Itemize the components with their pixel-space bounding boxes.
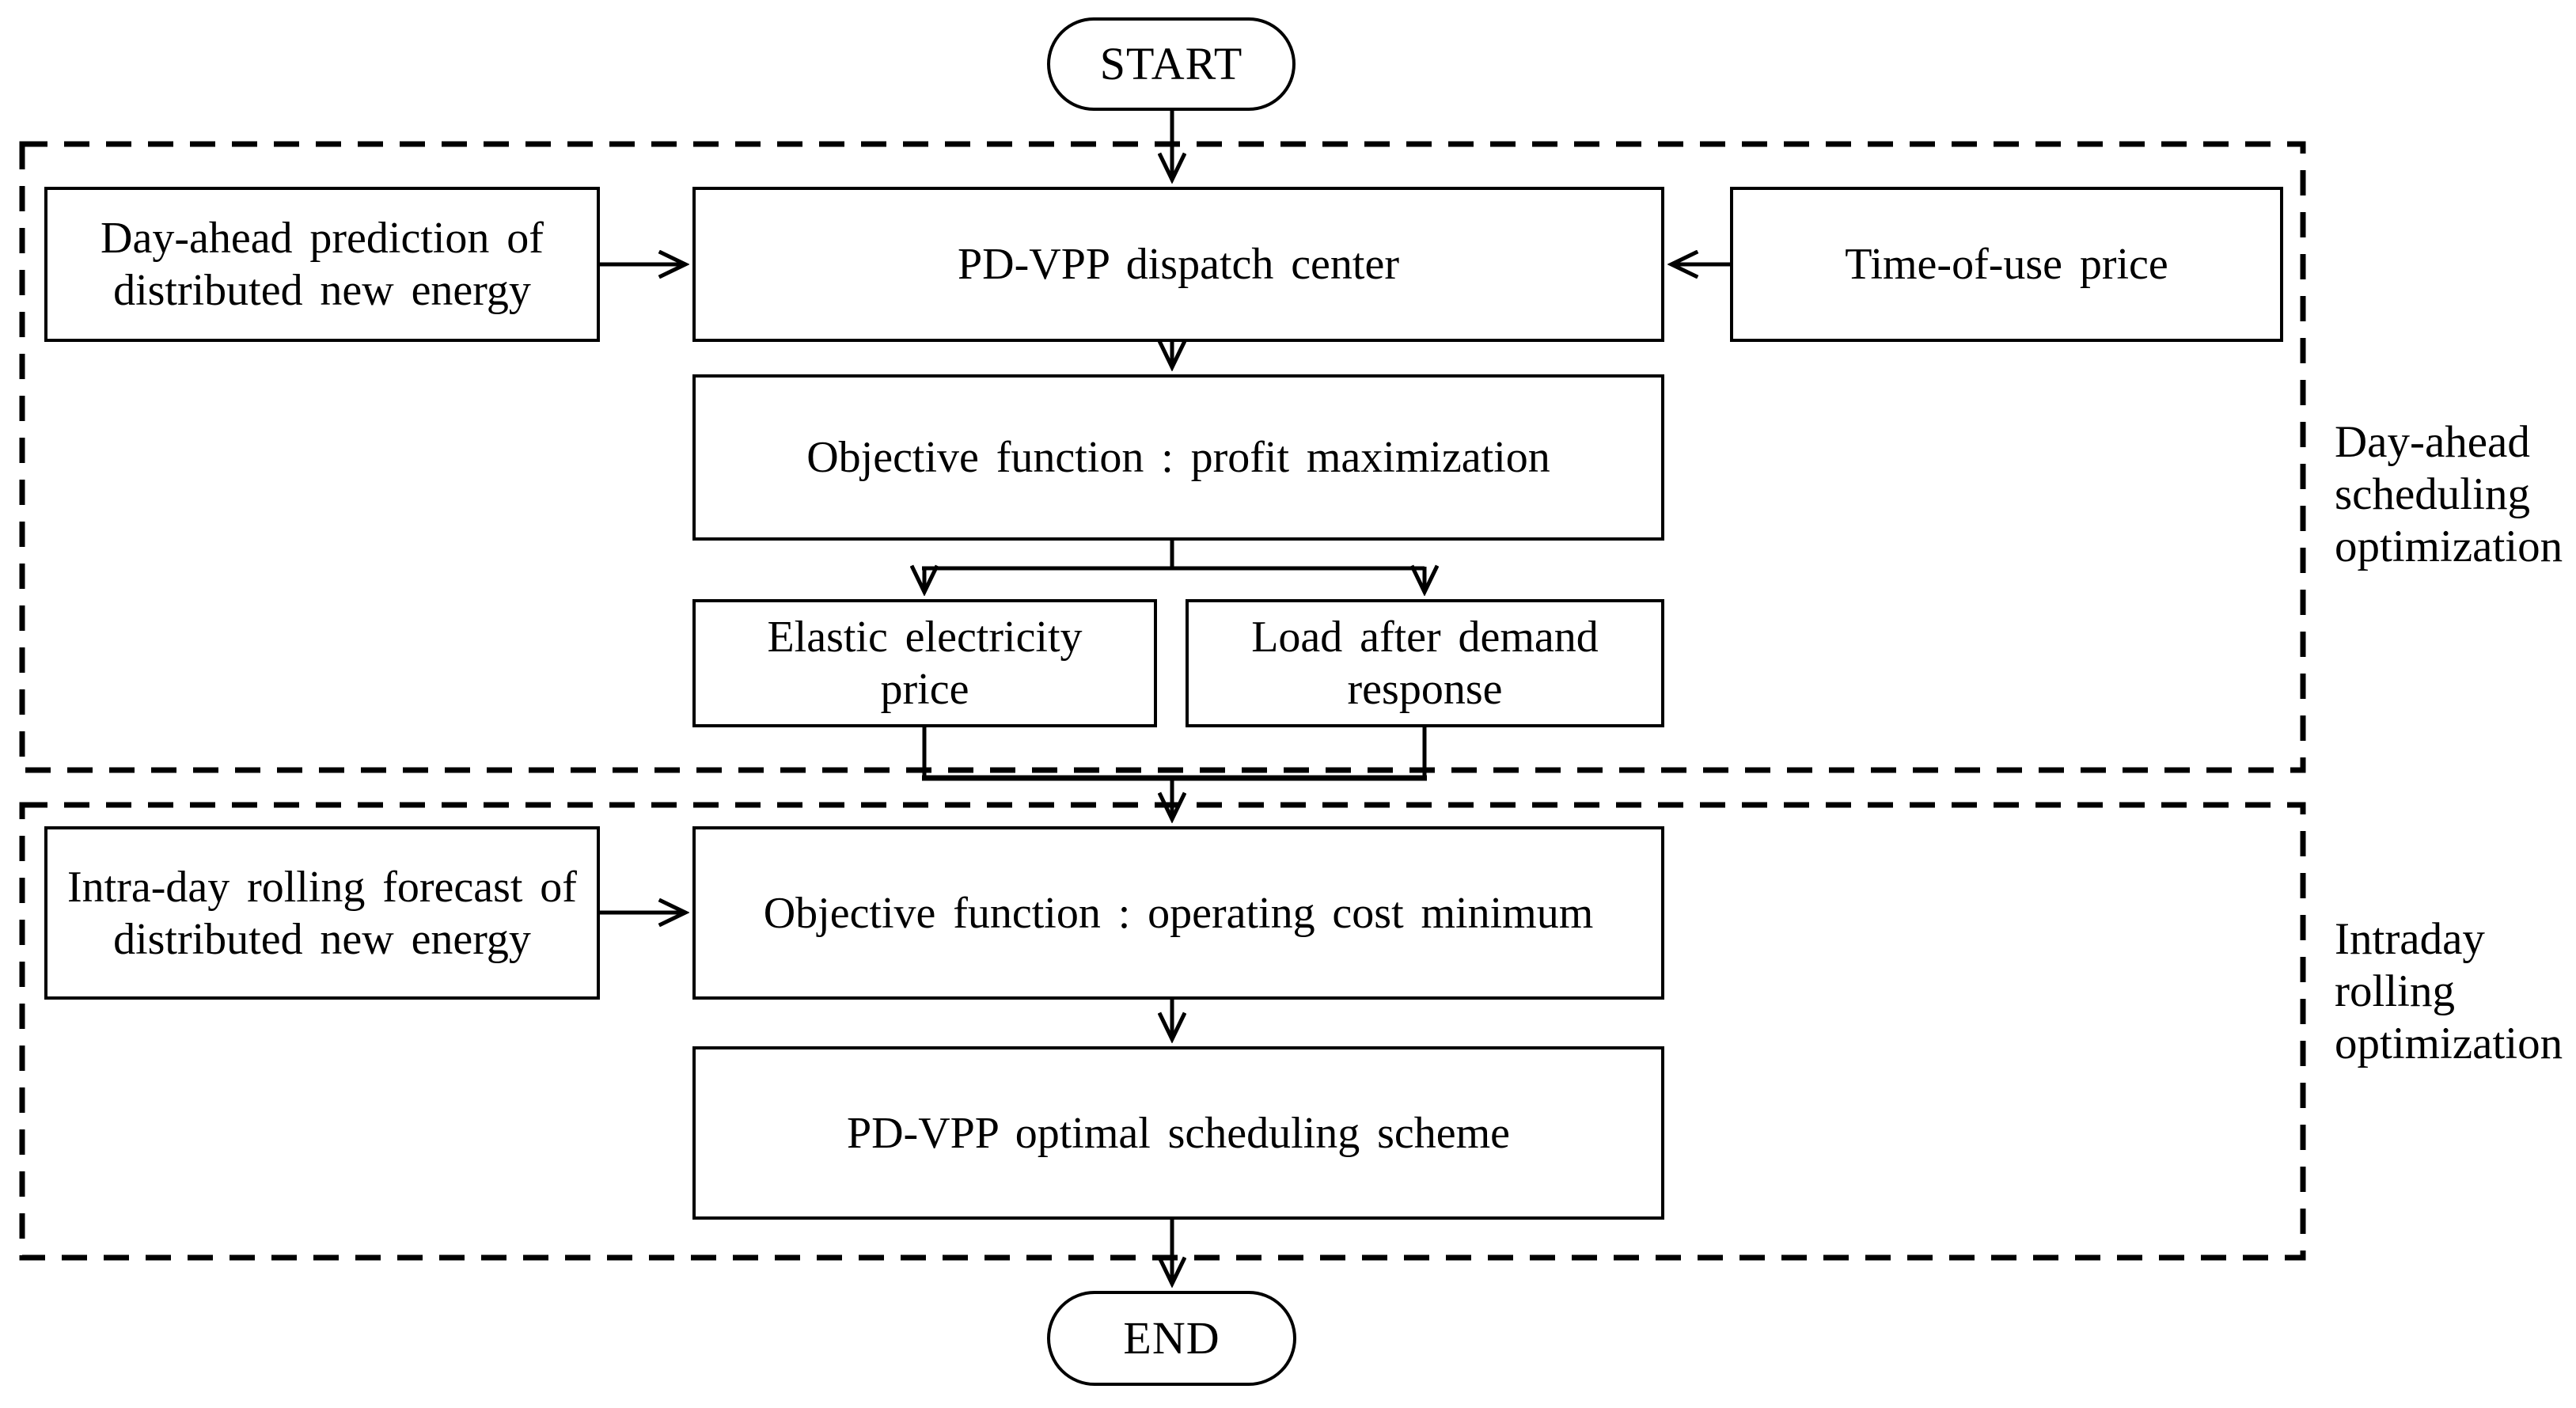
region-label-day-ahead-scheduling-optimization: Day-ahead scheduling optimization <box>2335 417 2563 571</box>
flow-box-optimal-scheduling-scheme: PD-VPP optimal scheduling scheme <box>692 1046 1664 1220</box>
flow-box-time-of-use-price: Time-of-use price <box>1730 187 2283 342</box>
flow-box-intraday-rolling-forecast: Intra-day rolling forecast of distribute… <box>44 826 600 1000</box>
end-terminal: END <box>1047 1291 1296 1386</box>
region-label-intraday-rolling-optimization: Intraday rolling optimization <box>2335 914 2563 1068</box>
flow-box-load-after-demand-response: Load after demand response <box>1186 599 1664 727</box>
flow-box-dispatch-center: PD-VPP dispatch center <box>692 187 1664 342</box>
flow-box-objective-operating-cost-minimum: Objective function : operating cost mini… <box>692 826 1664 1000</box>
flow-box-day-ahead-prediction: Day-ahead prediction of distributed new … <box>44 187 600 342</box>
start-terminal: START <box>1047 17 1296 111</box>
flow-box-elastic-electricity-price: Elastic electricity price <box>692 599 1157 727</box>
flow-box-objective-profit-maximization: Objective function : profit maximization <box>692 374 1664 541</box>
day-ahead-region-border <box>19 141 2306 773</box>
